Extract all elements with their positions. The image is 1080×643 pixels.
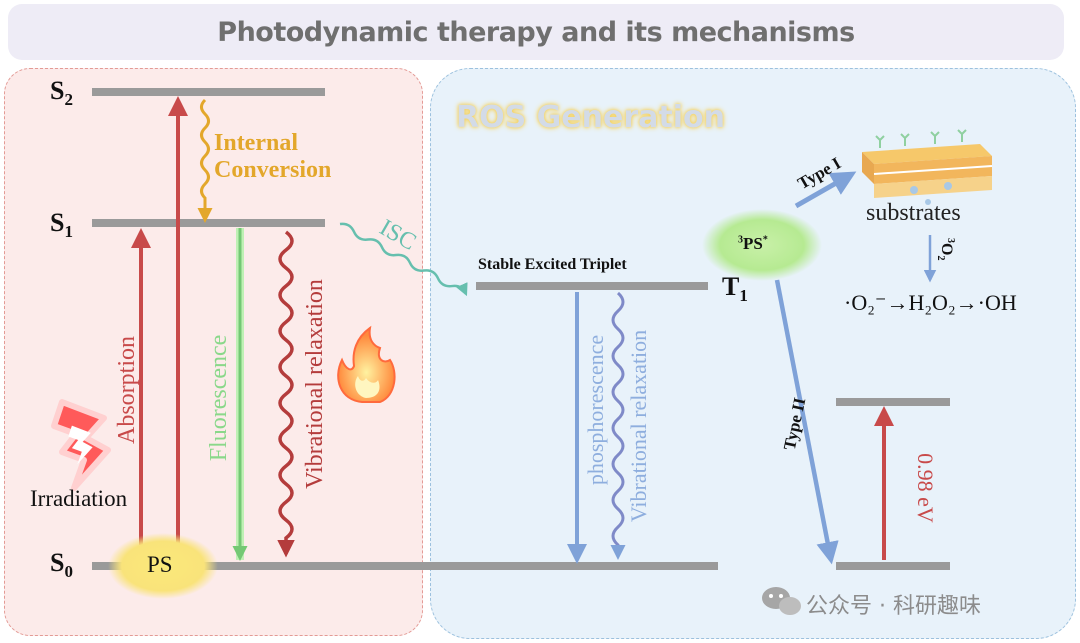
substrates-label: substrates [866,200,961,226]
flame-icon [337,325,396,403]
vibrational-relaxation-t1-arrow [610,291,626,560]
absorption-label: Absorption [114,336,140,444]
fluorescence-label: Fluorescence [206,335,232,462]
watermark-text: 公众号 · 科研趣味 [806,594,981,619]
stable-triplet-label: Stable Excited Triplet [478,256,627,273]
ros-heading: ROS Generation [456,100,725,135]
isc-label: ISC [375,215,420,256]
vibrational-relaxation-arrow [277,230,295,558]
triplet-ps-molecule [702,209,822,281]
triplet-ps-label: 3PS* [738,234,768,253]
s0-label: S0 [50,548,73,582]
type1-arrow [794,171,857,209]
energy-gap-label: 0.98 eV [913,453,938,523]
o2-label: 3O2 [935,238,956,260]
diagram-title: Photodynamic therapy and its mechanisms [217,16,855,48]
internal-conversion-label: Internal Conversion [214,130,332,183]
s1-label: S1 [50,208,73,242]
membrane-icon [862,129,993,205]
ps-label: PS [147,552,173,577]
type1-label: Type I [794,153,844,193]
internal-conversion-arrow [197,98,213,223]
s2-label: S2 [50,76,73,110]
irradiation-label: Irradiation [30,486,128,511]
ros-chain-label: ·O₂⁻→H₂O₂→·OH [844,290,1017,315]
ps-molecule [108,533,218,599]
phosphorescence-label: phosphorescence [583,335,608,485]
vibrational-relaxation-label: Vibrational relaxation [302,279,328,489]
wechat-logo [762,587,801,615]
lightning-icon [51,399,111,491]
title-bar: Photodynamic therapy and its mechanisms [8,4,1064,60]
t1-label: T1 [722,272,748,306]
isc-arrow [339,222,468,297]
type2-arrow [774,279,839,565]
vibrational-relaxation-t1-label: Vibrational relaxation [626,330,651,522]
